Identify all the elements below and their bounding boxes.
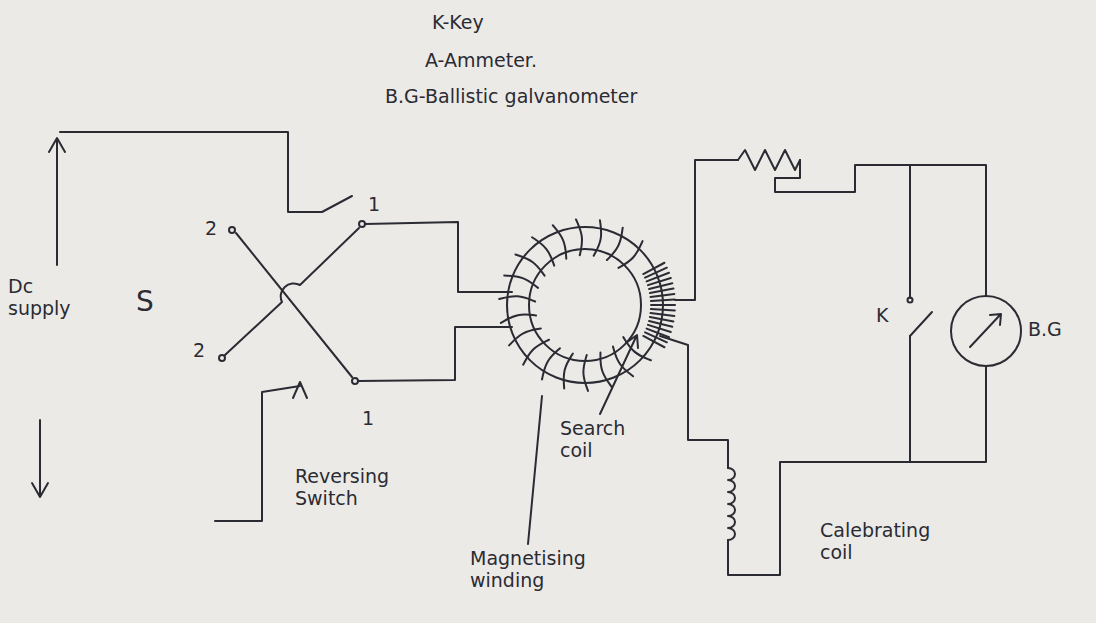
cross-wire (236, 233, 352, 377)
switch-label: S (136, 286, 154, 318)
search-coil-turn (651, 294, 675, 297)
search-coil-turn (651, 300, 675, 301)
search-coil-turn (643, 336, 664, 347)
magnetising-turn (532, 237, 554, 265)
meter-needle (970, 314, 1001, 347)
supply-wire-top (60, 132, 352, 212)
terminal-number: 2 (193, 340, 205, 362)
coil-label: Calebrating coil (820, 520, 955, 564)
galvanometer-wire (728, 366, 986, 575)
leader-arrow (600, 335, 638, 414)
search-coil-turn (647, 329, 669, 338)
search-coil-turn (650, 317, 674, 321)
galvanometer-label: B.G (1028, 319, 1062, 341)
magnetising-turn (501, 315, 536, 323)
magnetising-turn (509, 328, 541, 345)
key-contact (908, 298, 913, 303)
search-coil-turn (645, 268, 667, 278)
inductor-symbol (728, 468, 735, 540)
key-wire (909, 165, 911, 298)
key-label: K (876, 305, 888, 327)
galvanometer-wire (775, 160, 986, 296)
key-blade (910, 312, 932, 336)
magnetising-turn (515, 254, 544, 275)
terminal-number: 1 (368, 194, 380, 216)
supply-arrow-down (32, 420, 48, 497)
switch-pivot-arrow (293, 382, 307, 398)
supply-label: Dc supply (8, 276, 88, 320)
legend-note: A-Ammeter. (425, 50, 537, 72)
magnetising-turn (583, 355, 588, 391)
magnetising-turn (607, 228, 623, 260)
search-coil-turn (649, 283, 672, 289)
legend-note: B.G-Ballistic galvanometer (385, 86, 637, 108)
switch-contact (229, 227, 235, 233)
switch-contact (219, 355, 225, 361)
magnetising-turn (553, 225, 566, 258)
magnetising-turn (523, 340, 549, 365)
legend-note: K-Key (432, 12, 484, 34)
galvanometer-circle (951, 296, 1021, 366)
search-coil-turn (651, 313, 675, 316)
winding-wire (358, 327, 512, 381)
galvanometer-node: B.G (948, 293, 1066, 369)
key-wire (909, 336, 911, 462)
switch-label: Reversing Switch (295, 466, 405, 510)
search-coil-turn (643, 263, 664, 274)
supply-wire-bottom (215, 386, 300, 521)
galvanometer-symbol (948, 293, 1024, 369)
terminal-number: 2 (205, 218, 217, 240)
magnetising-turn (564, 354, 573, 389)
resistor-symbol (738, 150, 800, 170)
toroid-ring (529, 249, 641, 361)
magnetising-turn (576, 219, 582, 255)
magnetising-turn (618, 241, 642, 268)
coil-label: Search coil (560, 418, 645, 462)
calibrating-wire (660, 336, 728, 468)
search-coil-turn (651, 309, 675, 310)
magnetising-turn (600, 353, 611, 387)
magnetising-turn (594, 220, 601, 255)
coil-label: Magnetising winding (470, 548, 610, 592)
cross-wire (225, 228, 359, 355)
search-coil-turn (651, 304, 675, 306)
magnetising-turn (499, 296, 535, 301)
supply-arrow-up (49, 138, 65, 265)
terminal-number: 1 (362, 408, 374, 430)
search-coil-turn (650, 289, 674, 293)
leader-line (528, 396, 542, 544)
winding-wire (365, 222, 512, 292)
galvanometer-wire (675, 160, 738, 300)
magnetising-turn (504, 276, 538, 288)
magnetising-turn (542, 348, 560, 379)
